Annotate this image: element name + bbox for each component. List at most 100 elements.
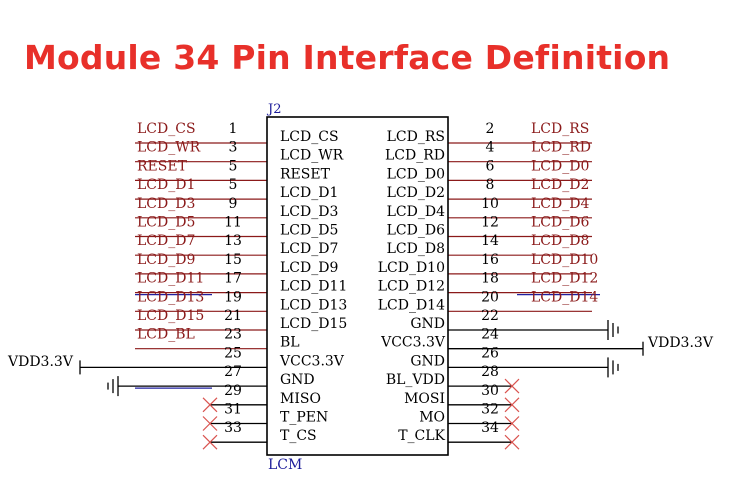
pin-number-19: 19 bbox=[224, 289, 242, 305]
vdd-label-right: VDD3.3V bbox=[647, 335, 714, 351]
pin-number-11: 11 bbox=[224, 215, 242, 231]
pin-name-23: BL bbox=[280, 335, 300, 351]
pin-name-15: LCD_D9 bbox=[280, 260, 338, 276]
pin-name-8: LCD_D2 bbox=[387, 185, 445, 201]
vdd-label-left: VDD3.3V bbox=[7, 354, 74, 370]
net-label-16: LCD_D10 bbox=[531, 252, 598, 268]
pin-name-29: MISO bbox=[280, 391, 321, 407]
pin-number-18: 18 bbox=[481, 271, 499, 287]
pin-name-34: T_CLK bbox=[398, 428, 445, 444]
pin-name-28: BL_VDD bbox=[386, 372, 445, 388]
net-label-17: LCD_D11 bbox=[137, 271, 204, 287]
net-label-10: LCD_D4 bbox=[531, 196, 589, 212]
pin-number-29: 29 bbox=[224, 383, 242, 399]
pin-number-20: 20 bbox=[481, 289, 499, 305]
net-label-8: LCD_D2 bbox=[531, 177, 589, 193]
pin-number-26: 26 bbox=[481, 345, 499, 361]
pin-name-5: LCD_D1 bbox=[280, 185, 338, 201]
net-label-5: LCD_D1 bbox=[137, 177, 195, 193]
pin-name-32: MO bbox=[419, 410, 445, 426]
net-label-1: LCD_CS bbox=[137, 121, 196, 137]
pin-number-23: 23 bbox=[224, 327, 242, 343]
pin-number-10: 10 bbox=[481, 196, 499, 212]
net-label-6: LCD_D0 bbox=[531, 158, 589, 174]
connector-body bbox=[266, 116, 449, 456]
pin-name-6: LCD_D0 bbox=[387, 166, 445, 182]
pin-name-5: RESET bbox=[280, 166, 331, 182]
pin-name-16: LCD_D10 bbox=[378, 260, 445, 276]
pin-number-3: 3 bbox=[229, 140, 238, 156]
pin-name-14: LCD_D8 bbox=[387, 241, 445, 257]
pin-number-34: 34 bbox=[481, 420, 499, 436]
pin-name-11: LCD_D5 bbox=[280, 223, 338, 239]
pin-name-30: MOSI bbox=[404, 391, 445, 407]
net-label-3: LCD_WR bbox=[137, 140, 201, 156]
pin-number-12: 12 bbox=[481, 215, 499, 231]
net-label-21: LCD_D15 bbox=[137, 308, 204, 324]
wires bbox=[79, 142, 644, 443]
pin-number-14: 14 bbox=[481, 233, 499, 249]
pin-name-2: LCD_RS bbox=[387, 129, 445, 145]
net-label-11: LCD_D5 bbox=[137, 215, 195, 231]
pin-number-21: 21 bbox=[224, 308, 242, 324]
pin-number-17: 17 bbox=[224, 271, 242, 287]
pin-number-22: 22 bbox=[481, 308, 499, 324]
net-label-9: LCD_D3 bbox=[137, 196, 195, 212]
pin-name-20: LCD_D14 bbox=[378, 297, 445, 313]
net-label-2: LCD_RS bbox=[531, 121, 589, 137]
pin-name-13: LCD_D7 bbox=[280, 241, 338, 257]
ground-symbol-left bbox=[107, 376, 119, 397]
no-connect-30 bbox=[504, 397, 520, 413]
pin-number-32: 32 bbox=[481, 402, 499, 418]
pin-number-15: 15 bbox=[224, 252, 242, 268]
symbols bbox=[107, 320, 619, 450]
pin-number-5: 5 bbox=[229, 158, 238, 174]
net-label-15: LCD_D9 bbox=[137, 252, 195, 268]
pin-name-9: LCD_D3 bbox=[280, 204, 338, 220]
pin-number-6: 6 bbox=[486, 158, 495, 174]
pin-name-26: GND bbox=[410, 353, 445, 369]
pin-name-25: VCC3.3V bbox=[279, 353, 345, 369]
pin-name-3: LCD_WR bbox=[280, 148, 344, 164]
pin-name-22: GND bbox=[410, 316, 445, 332]
no-connect-29 bbox=[202, 397, 218, 413]
page-title: Module 34 Pin Interface Definition bbox=[24, 38, 671, 77]
pin-name-27: GND bbox=[280, 372, 315, 388]
net-label-13: LCD_D7 bbox=[137, 233, 195, 249]
pin-number-31: 31 bbox=[224, 402, 242, 418]
pin-name-1: LCD_CS bbox=[280, 129, 339, 145]
net-label-20: LCD_D14 bbox=[531, 289, 598, 305]
ground-symbol-26 bbox=[607, 357, 619, 378]
pin-name-18: LCD_D12 bbox=[378, 279, 445, 295]
ground-symbol-22 bbox=[607, 320, 619, 340]
pin-name-4: LCD_RD bbox=[385, 148, 445, 164]
pin-number-27: 27 bbox=[224, 364, 242, 380]
pin-name-24: VCC3.3V bbox=[380, 335, 446, 351]
pin-number-9: 9 bbox=[229, 196, 238, 212]
pin-number-24: 24 bbox=[481, 327, 499, 343]
pin-number-16: 16 bbox=[481, 252, 499, 268]
no-connect-28 bbox=[504, 378, 520, 394]
pin-number-28: 28 bbox=[481, 364, 499, 380]
pin-name-31: T_PEN bbox=[280, 410, 328, 426]
no-connect-34 bbox=[504, 434, 520, 450]
pin-number-2: 2 bbox=[486, 121, 495, 137]
pin-name-19: LCD_D13 bbox=[280, 297, 347, 313]
connector-ref: J2 bbox=[266, 102, 281, 117]
no-connect-31 bbox=[202, 416, 218, 431]
net-label-23: LCD_BL bbox=[137, 327, 195, 343]
pin-number-5: 5 bbox=[229, 177, 238, 193]
pin-name-10: LCD_D4 bbox=[387, 204, 445, 220]
net-label-19: LCD_D13 bbox=[137, 289, 204, 305]
pin-number-13: 13 bbox=[224, 233, 242, 249]
pin-number-30: 30 bbox=[481, 383, 499, 399]
connector-name: LCM bbox=[268, 457, 302, 473]
net-label-18: LCD_D12 bbox=[531, 271, 598, 287]
pin-name-12: LCD_D6 bbox=[387, 223, 445, 239]
net-label-5: RESET bbox=[137, 158, 188, 174]
no-connect-33 bbox=[202, 434, 218, 450]
net-label-12: LCD_D6 bbox=[531, 215, 589, 231]
pin-name-33: T_CS bbox=[280, 428, 317, 444]
pin-number-8: 8 bbox=[486, 177, 495, 193]
